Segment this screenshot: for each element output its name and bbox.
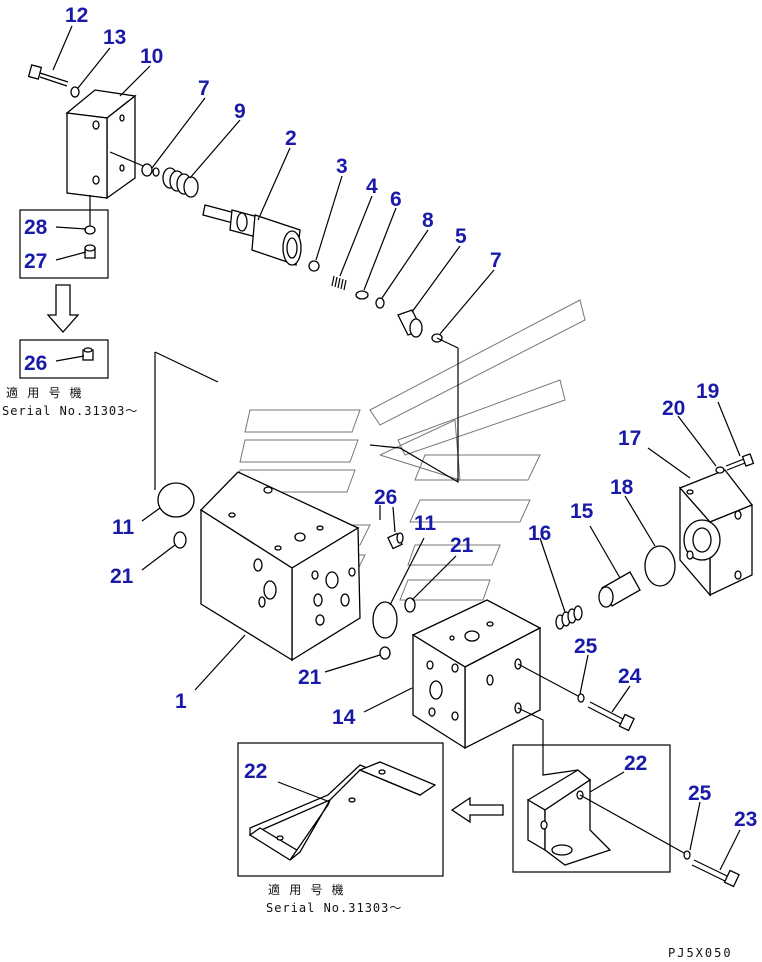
callout-26-upper: 26 [24,352,47,375]
cover-block-10-icon [65,89,149,200]
applicable-label-lower: 適 用 号 機 [268,882,345,897]
callout-18: 18 [610,476,634,499]
callout-2: 2 [285,127,297,150]
pin-7-upper-icon [141,163,160,177]
callout-27: 27 [24,250,47,273]
callout-12: 12 [65,4,88,27]
block-14-icon [411,599,542,750]
inset-box-28-27 [19,209,109,279]
valve-body-1-icon [199,471,361,662]
arrow-down-icon [46,284,80,333]
assembly-line [154,351,219,383]
bolt-23-icon [683,850,740,888]
callout-22-left: 22 [244,760,267,783]
callout-26-body: 26 [374,486,397,509]
callout-25-upper: 25 [574,635,598,658]
serial-note-upper: Serial No.31303～ [2,404,138,418]
callout-3: 3 [336,155,348,178]
callout-7-lower: 7 [490,249,502,272]
arrow-left-icon [450,796,504,824]
callout-11-left: 11 [112,516,135,539]
inset-box-22-left [237,742,444,877]
pin-7-lower-icon [431,333,459,349]
callout-25-lower: 25 [688,782,712,805]
callout-1: 1 [175,690,187,713]
callout-4: 4 [366,175,378,198]
inset-box-22-right [512,744,671,873]
callout-21-right: 21 [450,534,474,557]
oring-8-icon [375,297,385,309]
callout-24: 24 [618,665,642,688]
callout-14: 14 [332,706,356,729]
spool-2-icon [202,204,302,266]
oring-21-right-icon [404,597,416,613]
drawing-code: PJ5X050 [668,946,733,960]
callout-8: 8 [422,209,434,232]
spring-9-icon [162,167,199,198]
cover-17-icon [678,469,754,597]
sleeve-15-icon [598,571,641,608]
callout-15: 15 [570,500,594,523]
plug-5-icon [397,309,423,338]
callout-16: 16 [528,522,551,545]
oring-21-bottom-icon [379,646,391,660]
callout-11-right: 11 [414,512,437,535]
callout-5: 5 [455,225,467,248]
oring-18-icon [644,545,676,587]
callout-19: 19 [696,380,719,403]
callout-17: 17 [618,427,641,450]
callout-21-left: 21 [110,565,134,588]
bracket-22-left-icon [248,761,437,861]
callout-22-right: 22 [624,752,647,775]
inset-box-26 [19,339,109,379]
oring-11-left-icon [157,482,195,518]
oring-21-left-icon [173,531,187,549]
callout-6: 6 [390,188,402,211]
spring-4-icon [331,275,347,291]
oring-11-right-icon [372,601,398,639]
bracket-22-right-icon [526,769,612,866]
washer-20-icon [715,466,725,474]
nipple-26-body-icon [387,532,404,550]
callout-21-bottom: 21 [298,666,322,689]
nipple-26-upper-icon [82,347,94,361]
callout-7-upper: 7 [198,77,210,100]
callout-9: 9 [234,100,246,123]
leader-lines [52,25,741,871]
serial-note-lower: Serial No.31303～ [266,901,402,915]
callout-28: 28 [24,216,48,239]
callout-10: 10 [140,45,163,68]
ball-3-icon [308,260,320,272]
callout-13: 13 [103,26,126,49]
spring-16-icon [555,605,583,630]
pin-6-icon [355,290,369,300]
plug-27-icon [84,244,96,259]
washer-13-icon [70,86,80,98]
bolt-19-icon [725,453,755,471]
callout-20: 20 [662,397,685,420]
bolt-12-icon [27,64,69,87]
callout-23: 23 [734,808,757,831]
bolt-24-icon [577,693,635,732]
oring-28-icon [84,225,96,235]
applicable-label-upper: 適 用 号 機 [6,385,83,400]
